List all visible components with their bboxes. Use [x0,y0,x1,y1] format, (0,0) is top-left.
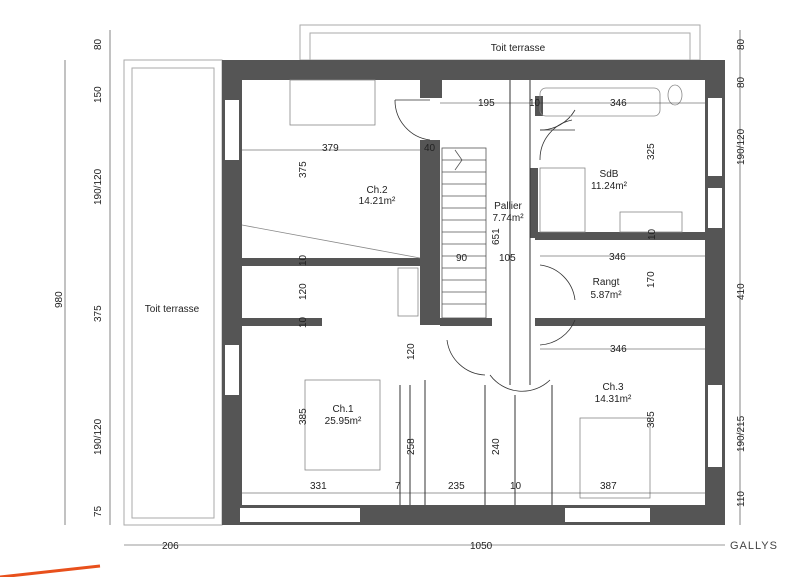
dim-10b: 10 [647,228,658,240]
toilet [667,84,683,106]
room-ch1-area: 25.95m² [325,416,362,427]
room-ch3-area: 14.31m² [595,394,632,405]
dim-346a: 346 [610,98,627,109]
dim-240: 240 [491,438,502,455]
dim-325: 325 [646,143,657,160]
dim-346b: 346 [609,252,626,263]
room-sdb-area: 11.24m² [591,181,628,192]
dim-385a: 385 [298,408,309,425]
dim-258: 258 [406,438,417,455]
dimension-lines [64,30,741,546]
left-dimensions: 980 80 150 190/120 375 190/120 75 [54,38,104,517]
dim-left-2: 190/120 [93,168,104,205]
left-terrace-outline [123,59,223,526]
dim-170: 170 [646,271,657,288]
staircase [441,147,487,319]
windows [225,98,722,522]
dim-right-5: 110 [736,491,747,507]
top-terrace-label: Toit terrasse [491,43,546,54]
ch2-bed [289,79,376,126]
gallys-logo: GALLYS [730,540,778,552]
dim-385b: 385 [646,411,657,428]
dim-346c: 346 [610,344,627,355]
room-ch2-area: 14.21m² [359,196,396,207]
room-pallier-name: Pallier [494,201,522,212]
shower [539,167,586,233]
ch3-bed [579,417,651,499]
dim-375: 375 [298,161,309,178]
dim-right-0: 80 [736,38,747,50]
right-dimensions: 80 80 190/120 410 190/215 110 [736,38,747,507]
dim-195: 195 [478,98,495,109]
left-terrace-inner [131,67,215,519]
dim-105: 105 [499,253,516,264]
dim-10a: 10 [529,98,541,109]
room-pallier-area: 7.74m² [492,213,524,224]
dim-120a: 120 [298,283,309,300]
dim-235: 235 [448,481,465,492]
dim-120b: 120 [406,343,417,360]
dim-right-4: 190/215 [736,415,747,452]
dim-10e: 10 [510,481,522,492]
room-ch3-name: Ch.3 [602,382,624,393]
dim-left-3: 375 [93,305,104,322]
dim-left-1: 150 [93,86,104,103]
dim-left-0: 80 [93,38,104,50]
partitions [399,80,553,505]
room-rangt-area: 5.87m² [590,290,622,301]
left-terrace-label: Toit terrasse [145,304,200,315]
dim-331: 331 [310,481,327,492]
furniture [241,79,683,499]
doors [394,99,576,392]
room-sdb-name: SdB [600,169,619,180]
room-ch2-name: Ch.2 [366,185,388,196]
dim-bottom-206: 206 [162,541,179,552]
dim-40: 40 [424,143,436,154]
dim-10c: 10 [298,254,309,266]
dim-right-1: 80 [736,76,747,88]
dim-7: 7 [395,481,401,492]
dim-bottom-1050: 1050 [470,541,493,552]
dim-right-3: 410 [736,283,747,300]
dim-387: 387 [600,481,617,492]
dim-651: 651 [491,228,502,245]
dim-right-2: 190/120 [736,128,747,165]
dim-left-5: 75 [93,505,104,517]
dim-left-4: 190/120 [93,418,104,455]
interior-walls [242,80,705,326]
dim-overall-980: 980 [54,291,65,308]
bathtub [539,87,661,117]
dim-90: 90 [456,253,468,264]
wardrobe [397,267,419,317]
interior-dimensions: 195 10 346 379 40 90 105 346 346 331 7 2… [298,98,658,492]
room-rangt-name: Rangt [593,277,620,288]
ch1-bed [304,379,381,471]
double-sink [619,211,683,233]
dim-379: 379 [322,143,339,154]
accent-stroke [0,564,101,577]
room-ch1-name: Ch.1 [332,404,354,415]
dim-10d: 10 [298,316,309,328]
